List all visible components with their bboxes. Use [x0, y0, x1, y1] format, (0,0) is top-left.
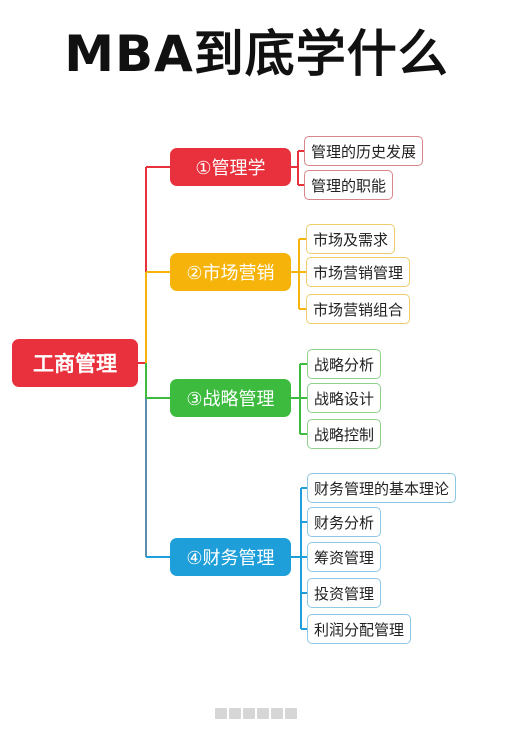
leaf-management-functions: 管理的职能: [304, 170, 394, 200]
leaf-marketing-mix: 市场营销组合: [306, 294, 411, 324]
branch-management: ①管理学: [170, 148, 291, 186]
branch-strategy: ③战略管理: [170, 379, 291, 417]
leaf-fundraising-management: 筹资管理: [307, 542, 382, 572]
leaf-finance-theory: 财务管理的基本理论: [307, 473, 457, 503]
leaf-market-demand: 市场及需求: [306, 224, 396, 254]
branch-marketing: ②市场营销: [170, 253, 291, 291]
leaf-strategy-design: 战略设计: [307, 383, 382, 413]
leaf-strategy-control: 战略控制: [307, 419, 382, 449]
page-title: MBA到底学什么: [64, 25, 449, 83]
leaf-marketing-management: 市场营销管理: [306, 257, 411, 287]
leaf-financial-analysis: 财务分析: [307, 507, 382, 537]
leaf-investment-management: 投资管理: [307, 578, 382, 608]
leaf-profit-distribution: 利润分配管理: [307, 614, 412, 644]
branch-finance: ④财务管理: [170, 538, 291, 576]
leaf-management-history: 管理的历史发展: [304, 136, 424, 166]
leaf-strategy-analysis: 战略分析: [307, 349, 382, 379]
root-node: 工商管理: [12, 339, 138, 387]
watermark-placeholder: [215, 708, 297, 719]
